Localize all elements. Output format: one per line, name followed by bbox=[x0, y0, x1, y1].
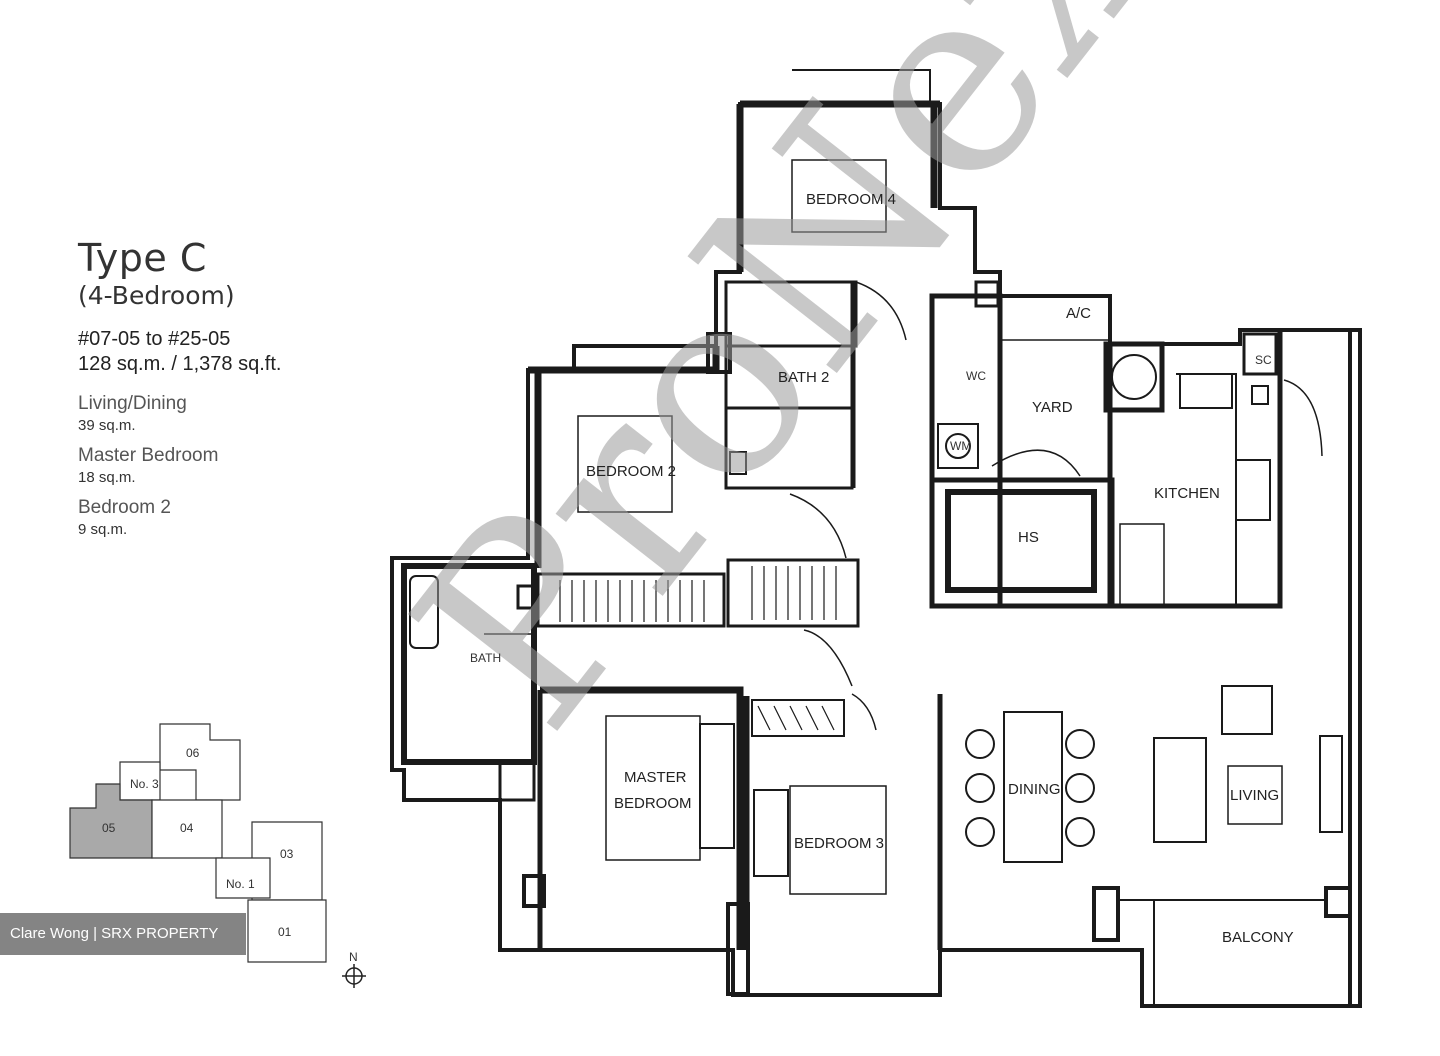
unit-range: #07-05 to #25-05 bbox=[78, 328, 231, 350]
room-label-wc: WC bbox=[966, 369, 986, 383]
room-area-size: 18 sq.m. bbox=[78, 469, 136, 486]
room-area-name: Bedroom 2 bbox=[78, 497, 171, 518]
north-label: N bbox=[349, 950, 358, 964]
room-label-ac: A/C bbox=[1066, 305, 1091, 322]
block-01 bbox=[247, 899, 327, 963]
room-area-size: 39 sq.m. bbox=[78, 417, 136, 434]
unit-info-panel: Type C (4-Bedroom) #07-05 to #25-05 128 … bbox=[78, 236, 378, 540]
north-arrow-icon: N bbox=[342, 950, 366, 988]
unit-area: 128 sq.m. / 1,378 sq.ft. bbox=[78, 353, 282, 375]
room-label-master-2: BEDROOM bbox=[614, 795, 692, 812]
block-label-no3: No. 3 bbox=[130, 777, 159, 791]
room-area-size: 9 sq.m. bbox=[78, 521, 128, 538]
block-label-01: 01 bbox=[278, 925, 292, 939]
room-area-item: Bedroom 2 9 sq.m. bbox=[78, 496, 378, 540]
credit-banner: Clare Wong | SRX PROPERTY bbox=[0, 913, 246, 955]
block-no1 bbox=[215, 857, 271, 899]
room-label-bedroom3: BEDROOM 3 bbox=[794, 835, 884, 852]
room-label-yard: YARD bbox=[1032, 399, 1073, 416]
room-label-bedroom4: BEDROOM 4 bbox=[806, 191, 896, 208]
unit-bedrooms: (4-Bedroom) bbox=[78, 281, 235, 310]
unit-type-title: Type C bbox=[78, 236, 207, 280]
block-label-04: 04 bbox=[180, 821, 194, 835]
room-label-hs: HS bbox=[1018, 529, 1039, 546]
room-area-name: Living/Dining bbox=[78, 393, 187, 414]
room-label-balcony: BALCONY bbox=[1222, 929, 1294, 946]
room-label-sc: SC bbox=[1255, 353, 1272, 367]
room-label-dining: DINING bbox=[1008, 781, 1061, 798]
block-label-03: 03 bbox=[280, 847, 294, 861]
room-area-item: Master Bedroom 18 sq.m. bbox=[78, 444, 378, 488]
room-label-bath2: BATH 2 bbox=[778, 369, 829, 386]
room-label-kitchen: KITCHEN bbox=[1154, 485, 1220, 502]
room-label-living: LIVING bbox=[1230, 787, 1279, 804]
room-label-wm: WM bbox=[950, 439, 971, 453]
room-label-bath1: BATH bbox=[470, 651, 501, 665]
block-06 bbox=[159, 723, 241, 801]
room-area-item: Living/Dining 39 sq.m. bbox=[78, 392, 378, 436]
block-label-no1: No. 1 bbox=[226, 877, 255, 891]
room-label-bedroom2: BEDROOM 2 bbox=[586, 463, 676, 480]
block-label-06: 06 bbox=[186, 746, 200, 760]
block-label-05: 05 bbox=[102, 821, 116, 835]
room-label-master-1: MASTER bbox=[624, 769, 687, 786]
room-area-name: Master Bedroom bbox=[78, 445, 219, 466]
